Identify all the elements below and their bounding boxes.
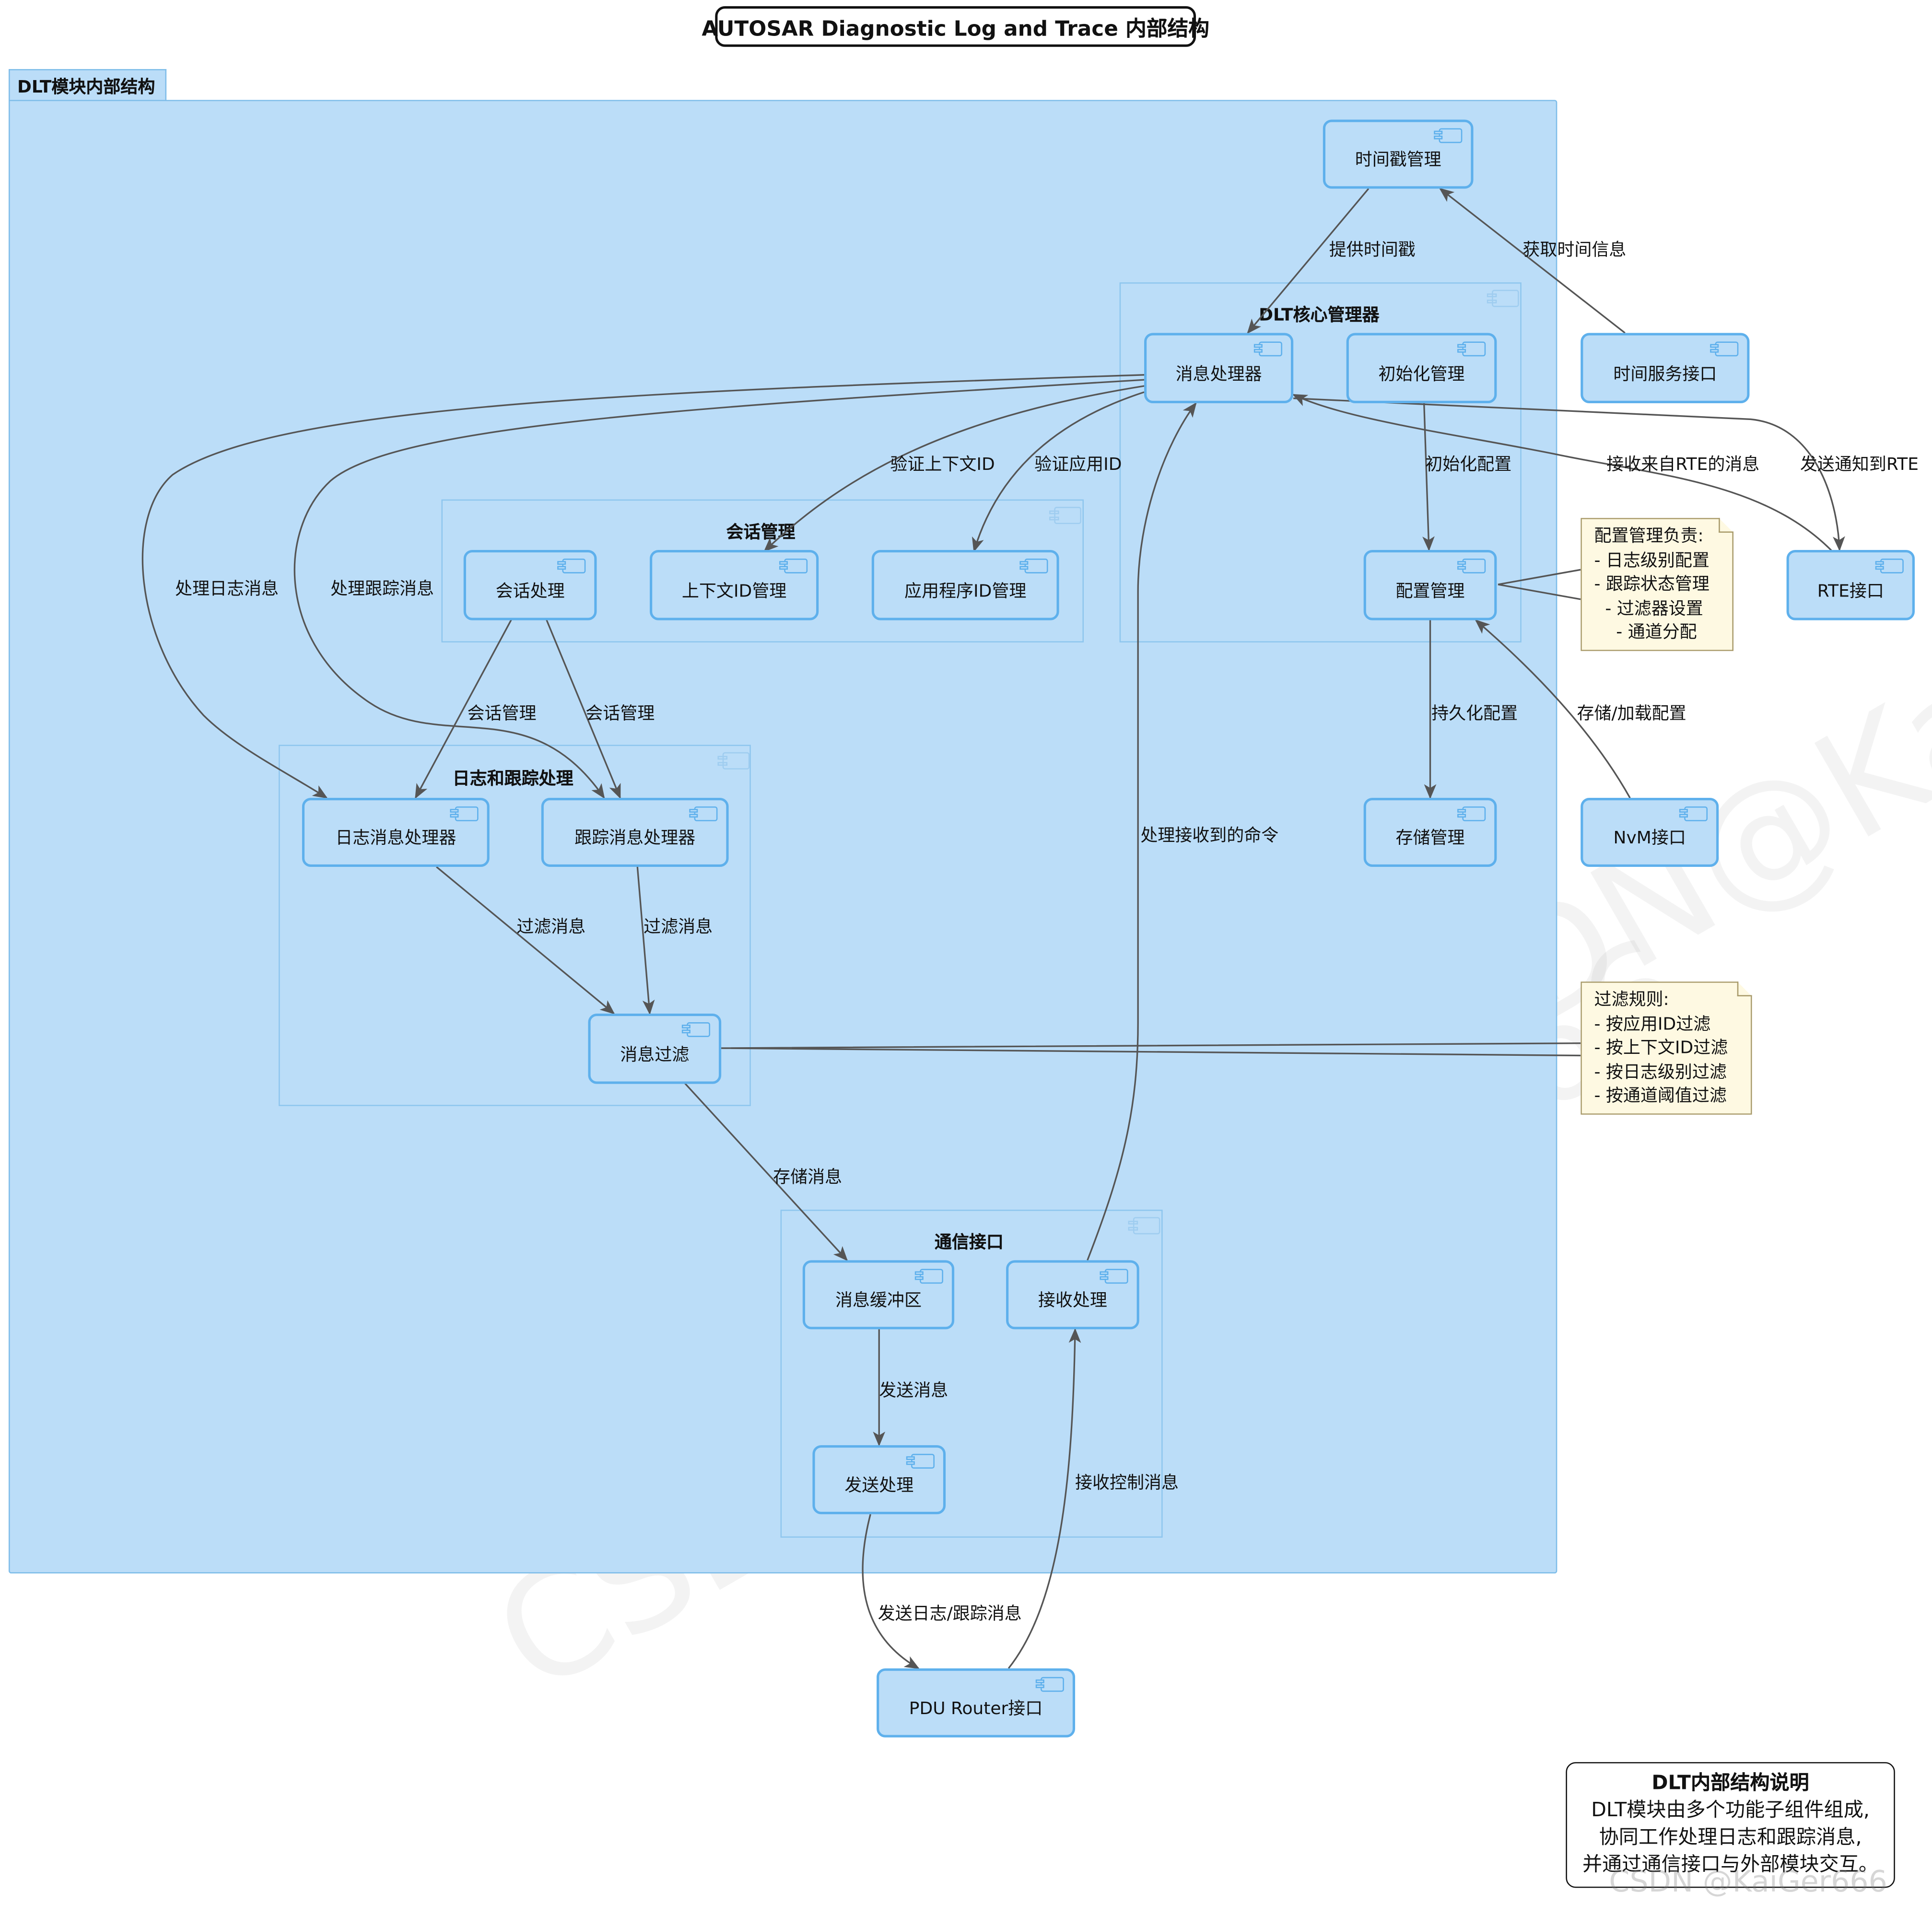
- legend-box: DLT内部结构说明 DLT模块由多个功能子组件组成, 协同工作处理日志和跟踪消息…: [1566, 1762, 1895, 1888]
- edge-label: 接收控制消息: [1075, 1473, 1179, 1494]
- note-config-responsibilities: 配置管理负责: - 日志级别配置 - 跟踪状态管理 - 过滤器设置 - 通道分配: [1581, 518, 1733, 651]
- edge-session-mgmt-2: [545, 619, 621, 799]
- component-icon: [689, 806, 718, 821]
- component-icon: [1487, 290, 1519, 307]
- component-icon: [1457, 806, 1486, 821]
- group-label-core: DLT核心管理器: [1259, 305, 1380, 326]
- edge-send-log-trace: [862, 1514, 920, 1670]
- component-icon: [1434, 128, 1463, 143]
- edge-init-config: [1422, 403, 1435, 551]
- edge-verify-context: [763, 385, 1145, 552]
- dlt-package: [8, 100, 1557, 1574]
- edge-label: 验证上下文ID: [890, 455, 995, 475]
- component-context-id-management[interactable]: 上下文ID管理: [649, 550, 819, 620]
- component-session-processing[interactable]: 会话处理: [463, 550, 597, 620]
- component-icon: [1253, 341, 1282, 357]
- edge-session-mgmt-1: [415, 619, 513, 799]
- component-timestamp-management[interactable]: 时间戳管理: [1323, 119, 1474, 189]
- note-fold: [1737, 981, 1752, 997]
- group-label-comm: 通信接口: [934, 1233, 1004, 1253]
- watermark-small: CSDN @KaiGer666: [1609, 1864, 1887, 1899]
- edge-receive-from-rte: [1292, 394, 1833, 552]
- component-trace-message-handler[interactable]: 跟踪消息处理器: [541, 797, 729, 867]
- diagram-title: AUTOSAR Diagnostic Log and Trace 内部结构: [702, 6, 1209, 47]
- edge-verify-app: [972, 391, 1145, 553]
- edge-label: 初始化配置: [1425, 455, 1512, 475]
- note-link-config: [1498, 569, 1581, 600]
- external-time-service-interface[interactable]: 时间服务接口: [1581, 333, 1750, 403]
- edge-label: 发送消息: [879, 1381, 948, 1401]
- component-icon: [914, 1269, 943, 1284]
- edge-label: 发送通知到RTE: [1800, 455, 1919, 475]
- note-filter-rules: 过滤规则: - 按应用ID过滤 - 按上下文ID过滤 - 按日志级别过滤 - 按…: [1581, 981, 1752, 1115]
- edge-filter-2: [636, 866, 655, 1015]
- component-icon: [1049, 507, 1081, 525]
- edge-label: 过滤消息: [644, 917, 713, 937]
- external-rte-interface[interactable]: RTE接口: [1786, 550, 1915, 620]
- legend-line: 协同工作处理日志和跟踪消息,: [1599, 1825, 1862, 1849]
- component-init-management[interactable]: 初始化管理: [1346, 333, 1497, 403]
- edge-provide-timestamp: [1247, 188, 1370, 334]
- edge-notify-rte: [1293, 397, 1845, 551]
- edge-handle-log: [141, 374, 1145, 799]
- component-receive-processing[interactable]: 接收处理: [1006, 1260, 1139, 1330]
- edge-label: 发送日志/跟踪消息: [878, 1604, 1022, 1624]
- component-icon: [906, 1454, 935, 1469]
- component-icon: [717, 752, 750, 770]
- edge-filter-1: [436, 866, 615, 1015]
- component-log-message-handler[interactable]: 日志消息处理器: [302, 797, 490, 867]
- legend-title: DLT内部结构说明: [1651, 1771, 1809, 1794]
- component-storage-management[interactable]: 存储管理: [1363, 797, 1497, 867]
- component-icon: [557, 559, 586, 573]
- edge-store-load-config: [1475, 619, 1642, 813]
- edge-label: 接收来自RTE的消息: [1606, 455, 1760, 475]
- edge-label: 提供时间戳: [1329, 240, 1416, 260]
- edge-label: 会话管理: [585, 704, 655, 724]
- component-icon: [779, 559, 808, 573]
- legend-line: 并通过通信接口与外部模块交互。: [1582, 1852, 1879, 1876]
- note-link-filter: [720, 1042, 1581, 1057]
- component-icon: [681, 1022, 710, 1037]
- edge-label: 会话管理: [467, 704, 537, 724]
- component-message-processor[interactable]: 消息处理器: [1144, 333, 1294, 403]
- component-config-management[interactable]: 配置管理: [1363, 550, 1497, 620]
- note-fold: [1719, 518, 1734, 533]
- edge-receive-control: [1007, 1328, 1081, 1669]
- component-icon: [1875, 559, 1904, 573]
- edge-label: 处理跟踪消息: [330, 579, 434, 599]
- legend-line: DLT模块由多个功能子组件组成,: [1591, 1798, 1870, 1822]
- component-icon: [1457, 341, 1486, 357]
- edge-label: 持久化配置: [1431, 704, 1518, 724]
- edge-label: 获取时间信息: [1522, 240, 1627, 260]
- edge-label: 处理接收到的命令: [1140, 826, 1279, 846]
- component-icon: [1679, 806, 1708, 821]
- edge-label: 处理日志消息: [175, 579, 279, 599]
- component-icon: [1100, 1269, 1128, 1284]
- component-icon: [450, 806, 479, 821]
- component-icon: [1128, 1217, 1160, 1235]
- group-label-logtrace: 日志和跟踪处理: [452, 769, 574, 789]
- edge-get-time: [1439, 187, 1626, 334]
- component-icon: [1710, 341, 1739, 357]
- external-nvm-interface[interactable]: NvM接口: [1581, 797, 1719, 867]
- edge-label: 存储/加载配置: [1577, 704, 1686, 724]
- edge-store-message: [683, 1082, 848, 1261]
- component-send-processing[interactable]: 发送处理: [812, 1445, 946, 1515]
- edge-label: 存储消息: [773, 1168, 843, 1188]
- component-message-filter[interactable]: 消息过滤: [588, 1014, 722, 1084]
- component-app-id-management[interactable]: 应用程序ID管理: [871, 550, 1059, 620]
- component-icon: [1457, 559, 1486, 573]
- component-icon: [1035, 1677, 1064, 1692]
- edge-label: 验证应用ID: [1034, 455, 1122, 475]
- external-pdu-router-interface[interactable]: PDU Router接口: [877, 1668, 1076, 1738]
- edge-label: 过滤消息: [516, 917, 586, 937]
- edge-handle-trace: [293, 379, 1145, 799]
- edge-handle-command: [1087, 402, 1197, 1261]
- component-icon: [1019, 559, 1048, 573]
- component-message-buffer[interactable]: 消息缓冲区: [802, 1260, 955, 1330]
- package-tab: DLT模块内部结构: [8, 69, 167, 101]
